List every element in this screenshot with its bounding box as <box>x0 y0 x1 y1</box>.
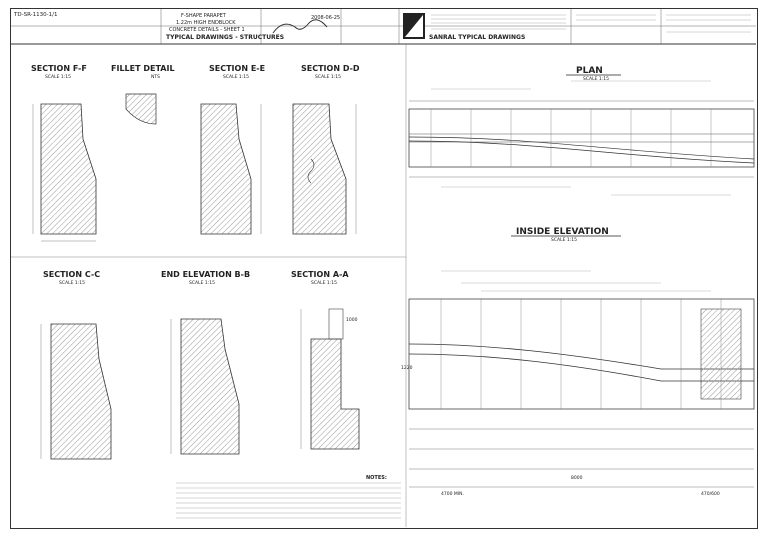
end-elevation-scale: SCALE 1:15 <box>189 280 215 286</box>
drawing-canvas: TD-SR-1130-1/1 TYPICAL DRAWINGS - STRUCT… <box>11 9 756 527</box>
end-elevation-bb-view: END ELEVATION B-B SCALE 1:15 <box>161 270 250 455</box>
drawing-title-1: TYPICAL DRAWINGS - STRUCTURES <box>166 34 284 41</box>
inside-elevation-scale: SCALE 1:15 <box>551 237 577 243</box>
plan-scale: SCALE 1:15 <box>583 76 609 82</box>
drawing-sheet: TD-SR-1130-1/1 TYPICAL DRAWINGS - STRUCT… <box>10 8 758 529</box>
drawing-title-3: 1.22m HIGH ENDBLOCK <box>176 20 236 26</box>
section-dd-title: SECTION D-D <box>301 64 360 73</box>
section-ee-scale: SCALE 1:15 <box>223 74 249 80</box>
plan-title: PLAN <box>576 66 603 76</box>
company-name: SANRAL TYPICAL DRAWINGS <box>429 34 525 41</box>
end-elevation-title: END ELEVATION B-B <box>161 270 250 279</box>
section-aa-scale: SCALE 1:15 <box>311 280 337 286</box>
notes-block: NOTES: <box>176 475 401 519</box>
section-aa-view: SECTION A-A SCALE 1:15 1000 <box>291 270 360 450</box>
section-aa-title: SECTION A-A <box>291 270 349 279</box>
inside-elevation-view: INSIDE ELEVATION SCALE 1:15 470/600 8000… <box>401 227 755 497</box>
title-block: TD-SR-1130-1/1 TYPICAL DRAWINGS - STRUCT… <box>11 9 756 45</box>
dim-8000: 8000 <box>571 475 583 481</box>
fillet-detail-scale: NTS <box>151 74 160 80</box>
section-ff-view: SECTION F-F SCALE 1:15 <box>31 64 97 242</box>
section-ee-title: SECTION E-E <box>209 64 265 73</box>
section-ee-view: SECTION E-E SCALE 1:15 <box>200 64 265 235</box>
section-cc-scale: SCALE 1:15 <box>59 280 85 286</box>
section-dd-view: SECTION D-D SCALE 1:15 <box>292 64 360 235</box>
date-stamp: 2008-06-25 <box>311 15 340 21</box>
notes-title: NOTES: <box>366 475 387 481</box>
section-cc-view: SECTION C-C SCALE 1:15 <box>40 270 112 460</box>
section-cc-title: SECTION C-C <box>43 270 100 279</box>
inside-elevation-title: INSIDE ELEVATION <box>516 227 609 237</box>
section-ff-title: SECTION F-F <box>31 64 87 73</box>
signature-scribble <box>272 19 328 34</box>
dim-4700: 4700 MIN. <box>441 491 464 497</box>
dim-1000: 1000 <box>346 317 358 323</box>
fillet-detail-view: FILLET DETAIL NTS <box>111 64 175 125</box>
section-dd-scale: SCALE 1:15 <box>315 74 341 80</box>
drawing-title-2: CONCRETE DETAILS - SHEET 1 <box>169 27 245 33</box>
dim-470: 470/600 <box>701 491 720 497</box>
section-ff-scale: SCALE 1:15 <box>45 74 71 80</box>
fillet-detail-title: FILLET DETAIL <box>111 64 175 73</box>
plan-view: PLAN SCALE 1:15 <box>408 66 755 196</box>
dim-1220: 1220 <box>401 365 413 371</box>
drawing-title-4: F-SHAPE PARAPET <box>181 13 227 19</box>
sheet-id: TD-SR-1130-1/1 <box>13 12 58 18</box>
